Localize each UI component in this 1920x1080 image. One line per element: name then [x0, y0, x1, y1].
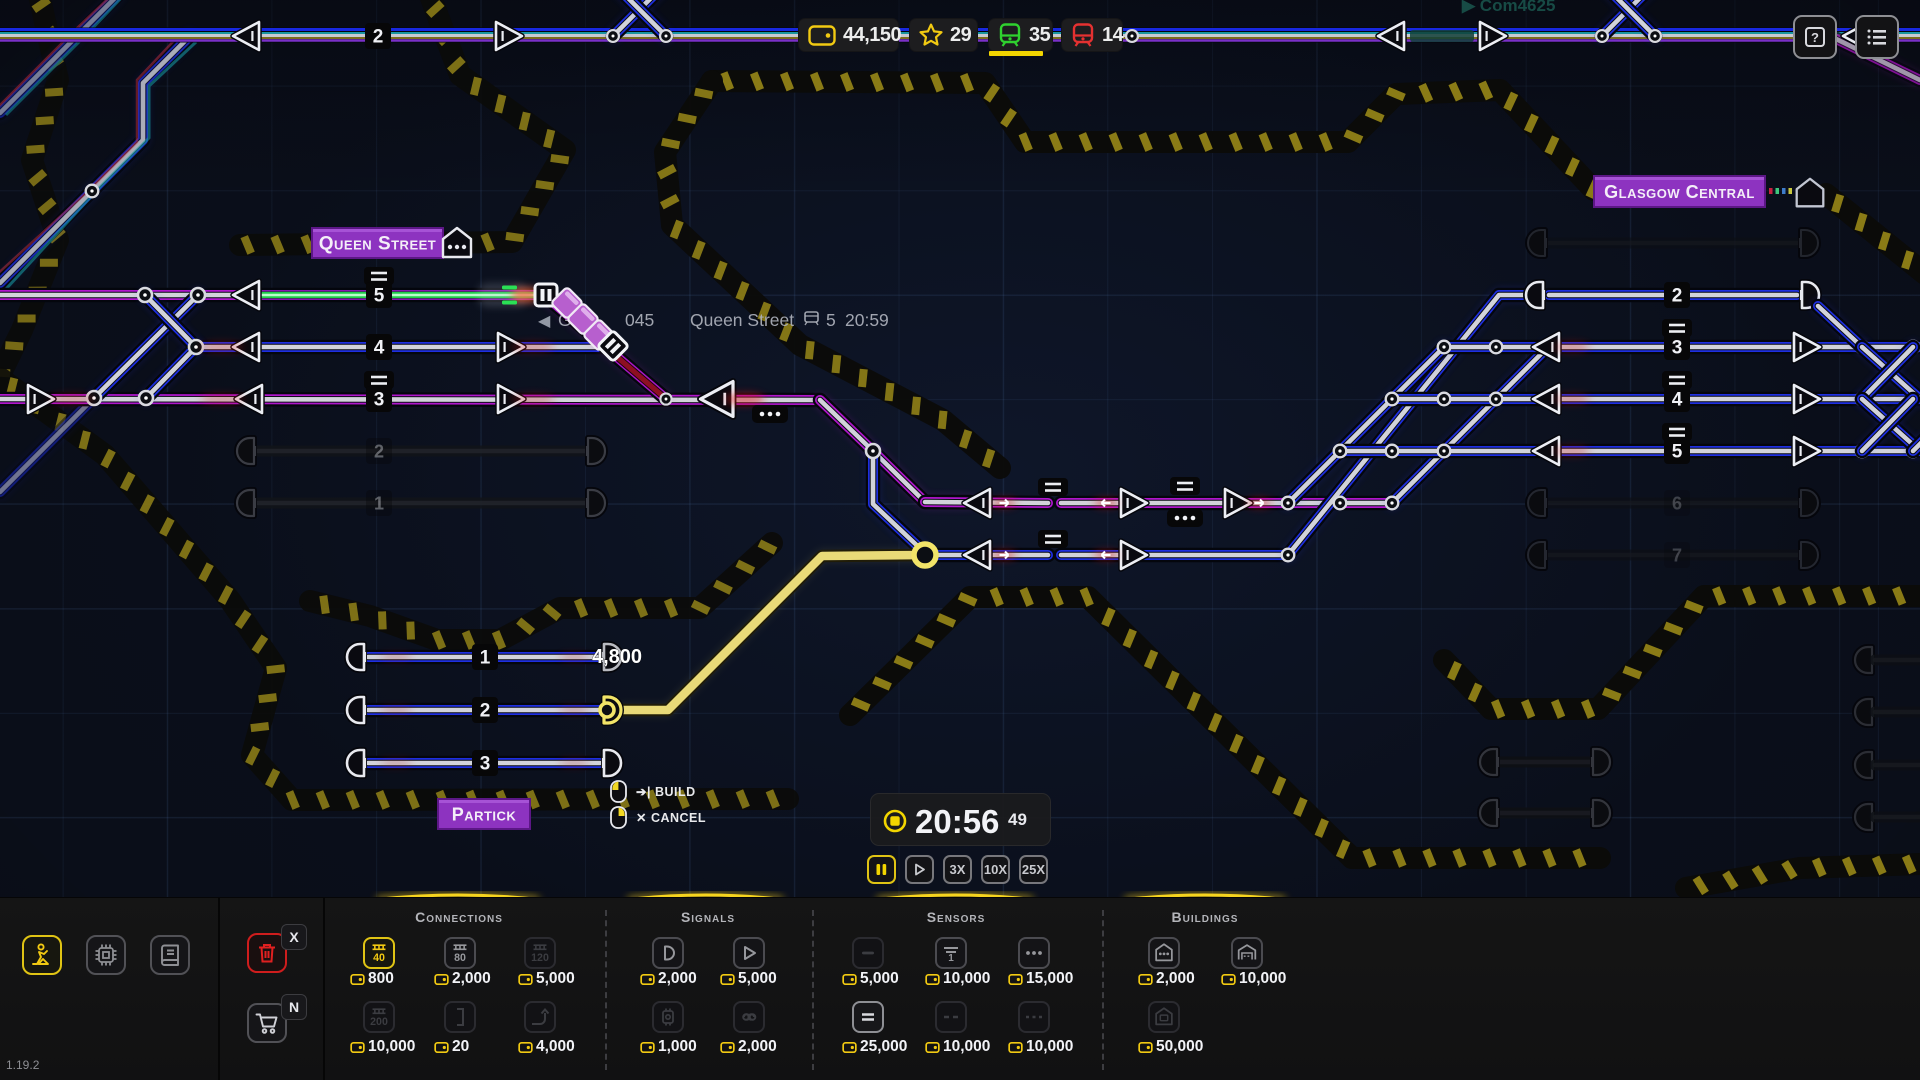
svg-text:2: 2	[374, 442, 384, 462]
svg-text:▶ Com4625: ▶ Com4625	[1461, 0, 1555, 15]
svg-text:2: 2	[480, 701, 491, 722]
svg-text:Partick: Partick	[452, 805, 517, 825]
svg-text:2: 2	[1672, 286, 1683, 307]
svg-text:1: 1	[948, 953, 954, 964]
svg-text:3: 3	[480, 754, 491, 775]
svg-text:80: 80	[454, 952, 466, 964]
svg-text:200: 200	[370, 1016, 388, 1028]
svg-text:3: 3	[374, 390, 385, 411]
svg-text:5: 5	[1672, 442, 1683, 463]
svg-text:045: 045	[625, 310, 654, 330]
svg-text:120: 120	[531, 952, 549, 964]
svg-text:Queen Street: Queen Street	[319, 234, 436, 255]
svg-text:Glasgow Central: Glasgow Central	[1604, 182, 1755, 202]
svg-text:2: 2	[373, 27, 384, 48]
svg-text:◀: ◀	[538, 313, 551, 330]
svg-text:3: 3	[1672, 338, 1683, 359]
svg-text:Queen Street: Queen Street	[690, 310, 794, 330]
svg-text:?: ?	[1811, 30, 1819, 45]
svg-text:1: 1	[480, 648, 491, 669]
svg-text:1: 1	[374, 494, 384, 514]
svg-text:5: 5	[826, 310, 836, 330]
svg-text:➔| BUILD: ➔| BUILD	[636, 785, 696, 799]
svg-text:20:59: 20:59	[845, 310, 889, 330]
svg-text:4: 4	[1672, 390, 1683, 411]
svg-text:4: 4	[374, 338, 385, 359]
svg-text:6: 6	[1672, 494, 1682, 514]
svg-text:✕ CANCEL: ✕ CANCEL	[636, 811, 706, 825]
svg-text:5: 5	[374, 286, 385, 307]
svg-text:40: 40	[373, 952, 385, 964]
svg-text:4,800: 4,800	[592, 646, 642, 668]
svg-text:7: 7	[1672, 546, 1682, 566]
